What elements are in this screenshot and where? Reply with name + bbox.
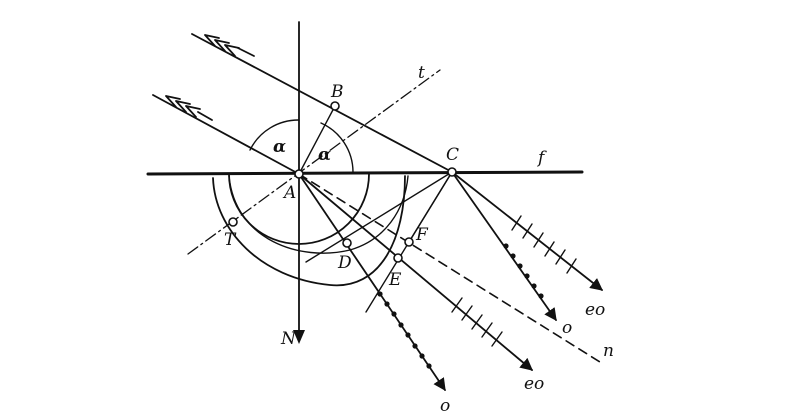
o-ray-A-dots [377, 291, 432, 369]
point-B [330, 101, 340, 111]
label-eo-ray-C: eo [585, 300, 605, 320]
eo-ray-A-hashes [451, 297, 503, 347]
angle-arc-right [320, 122, 354, 173]
surface-line-f [146, 170, 584, 176]
label-C: C [446, 145, 459, 165]
label-o-ray-C: o [562, 318, 572, 338]
label-alpha-right: α [318, 145, 331, 165]
label-B: B [330, 82, 344, 102]
point-T [228, 217, 238, 227]
angle-arc-left [249, 119, 300, 151]
eo-wavelet-inner [228, 175, 409, 254]
label-T: T [224, 230, 237, 250]
normal-arrowhead [293, 330, 305, 344]
point-F [404, 237, 414, 247]
point-E [393, 253, 403, 263]
label-f: f [536, 148, 547, 168]
label-E: E [388, 270, 402, 290]
label-D: D [337, 253, 352, 273]
o-wavelet-right [298, 173, 370, 245]
incident-ray-lower [152, 94, 300, 175]
feather-arrows-lower [165, 95, 213, 121]
point-D [342, 238, 352, 248]
label-t: t [418, 63, 425, 83]
label-eo-ray-E: eo [524, 374, 544, 394]
label-F: F [415, 225, 429, 245]
optic-axis-t [187, 69, 441, 255]
eo-ray-C-hashes [511, 215, 577, 274]
label-N: N [280, 329, 297, 349]
label-A: A [282, 183, 296, 203]
o-ray-C-dots [503, 243, 544, 299]
incident-ray-upper [191, 33, 453, 173]
point-C [447, 167, 457, 177]
feather-arrows-upper [204, 34, 255, 57]
wavefront-AB [298, 105, 336, 175]
tangent-o [305, 171, 453, 263]
tangent-CF [408, 171, 453, 243]
label-n: n [603, 341, 614, 361]
label-o-ray-D: o [440, 396, 450, 416]
label-alpha-left: α [273, 137, 286, 157]
eo-ray-A [298, 173, 533, 371]
point-A [294, 169, 304, 179]
eo-wavelet-ellipse [212, 175, 406, 287]
